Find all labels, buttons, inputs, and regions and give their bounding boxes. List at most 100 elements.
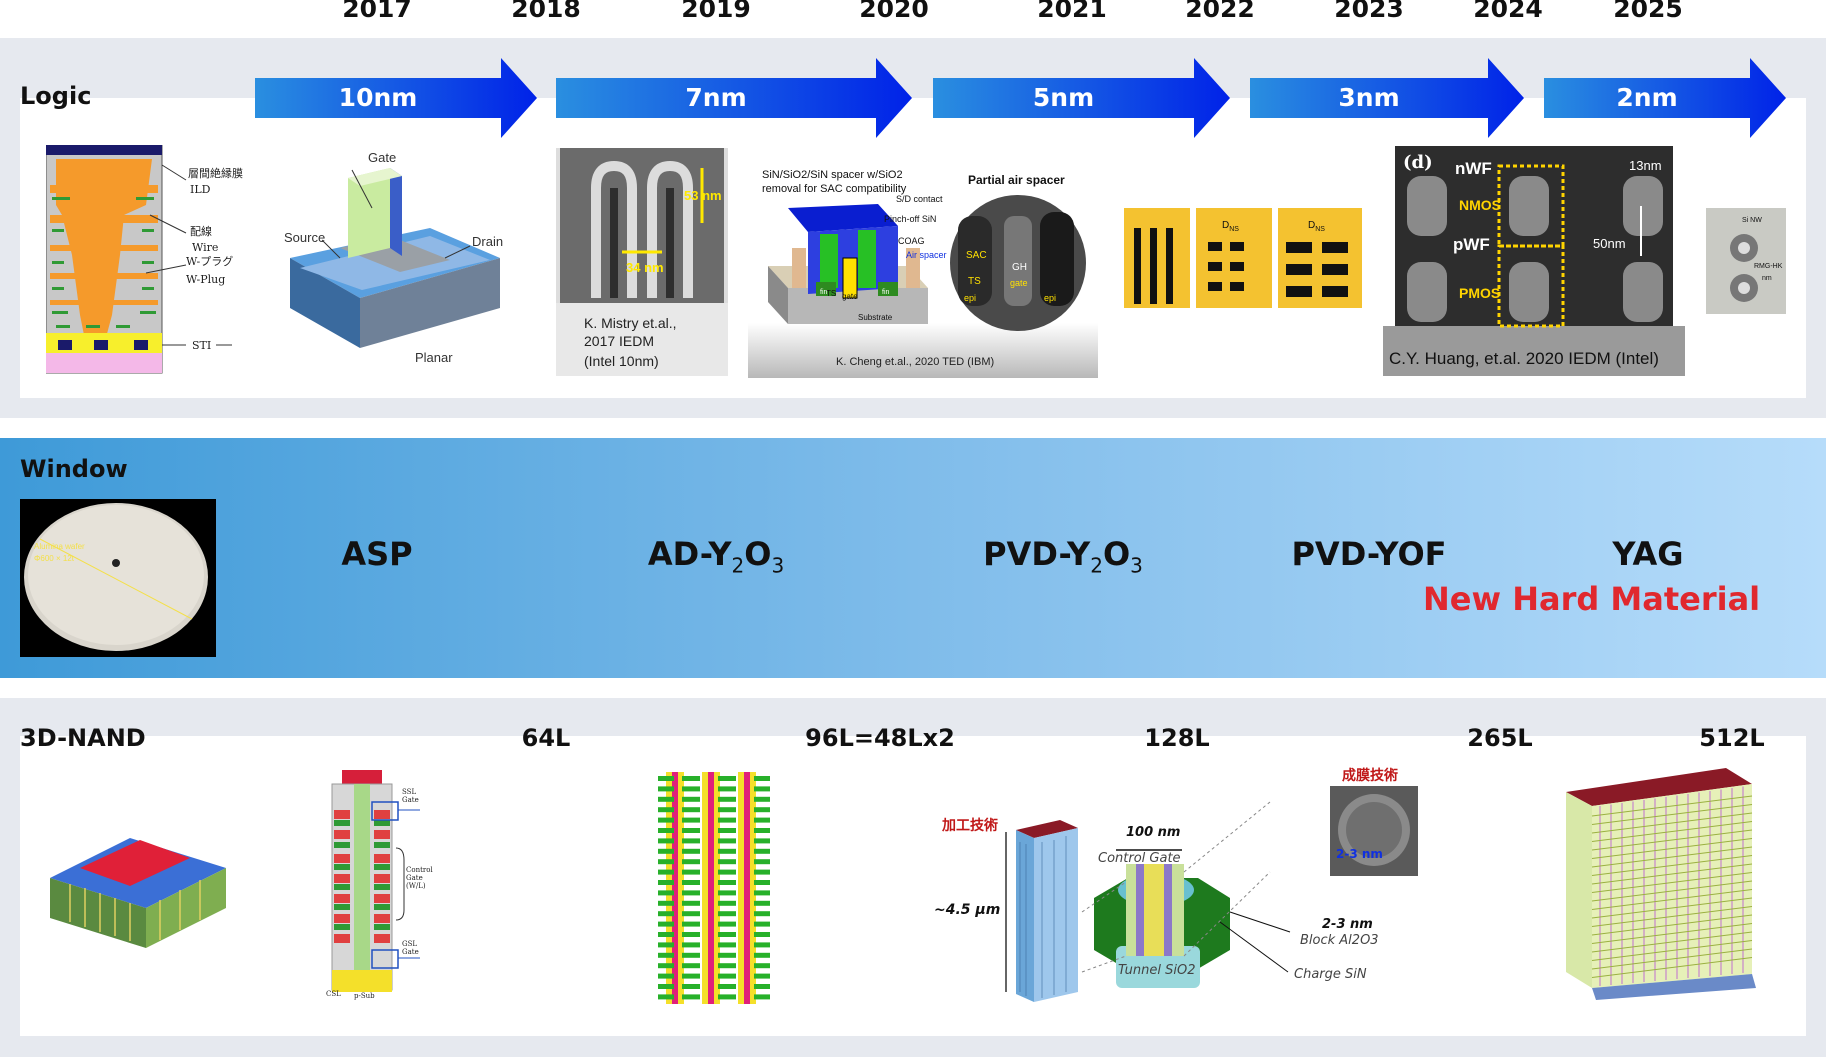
nm100-label: 100 nm: [1126, 825, 1180, 840]
nanosheet-layouts: DNS DNS: [1124, 208, 1364, 308]
year-label: 2022: [1185, 0, 1255, 23]
control-wl-label: (W/L): [406, 882, 426, 890]
nand-label: 3D-NAND: [20, 724, 146, 752]
string-core: [672, 772, 678, 1004]
word-line: [754, 869, 770, 875]
word-line: [754, 786, 770, 792]
gate2-label: gate: [1010, 278, 1028, 288]
word-line: [754, 807, 770, 813]
word-line: [682, 973, 700, 979]
word-line: [658, 828, 674, 833]
word-line: [754, 963, 770, 969]
layer-265l: 265L: [1467, 724, 1533, 752]
word-line: [658, 848, 674, 854]
planar-transistor-diagram: Gate Source Drain Planar: [280, 148, 530, 368]
string-core: [708, 772, 714, 1004]
word-line: [718, 952, 736, 958]
word-line: [718, 838, 736, 844]
dns-label: DNS: [1308, 220, 1325, 233]
word-line: [658, 984, 674, 989]
gate-inner-label: gate: [842, 292, 858, 301]
interconnect-cross-section: 層間絶縁膜 ILD 配線 Wire W-プラグ W-Plug STI: [45, 144, 246, 375]
word-line: [1591, 880, 1753, 902]
word-line: [754, 796, 770, 802]
kakou-label: 加工技術: [941, 817, 998, 834]
tunnel-label: Tunnel SiO2: [1118, 963, 1195, 978]
word-line: [1591, 795, 1753, 817]
word-line: [1591, 863, 1753, 885]
wafer-label-2: Φ600 × 12t: [34, 554, 75, 563]
word-line: [658, 932, 674, 937]
word-line: [682, 838, 700, 844]
spacer-title-1: SiN/SiO2/SiN spacer w/SiO2: [762, 169, 903, 181]
word-line: [682, 848, 700, 854]
word-line: [1591, 889, 1753, 910]
nmos-label: NMOS: [1459, 197, 1501, 213]
word-line: [718, 890, 736, 896]
word-line: [682, 994, 700, 1000]
gate-label: Gate: [368, 150, 396, 165]
nm-label: nm: [1762, 275, 1772, 282]
fin-label: fin: [882, 289, 890, 296]
word-line: [754, 973, 770, 979]
word-line: [718, 828, 736, 833]
word-line: [718, 911, 736, 917]
word-line: [682, 900, 700, 906]
seimaku-label: 成膜技術: [1342, 767, 1398, 784]
word-line: [718, 973, 736, 979]
charge-label: Charge SiN: [1294, 967, 1367, 982]
word-line: [682, 786, 700, 792]
partial-air-spacer-label: Partial air spacer: [968, 173, 1065, 187]
word-line: [658, 776, 674, 781]
word-line: [1591, 812, 1753, 834]
string-core: [744, 772, 750, 1004]
word-line: [718, 776, 736, 781]
gsl-label: GSL: [402, 940, 417, 948]
spacer-title-2: removal for SAC compatibility: [762, 183, 907, 195]
word-line: [754, 932, 770, 937]
dns-label: DNS: [1222, 220, 1239, 233]
tem1-dim2: 34 nm: [626, 260, 664, 275]
word-line: [658, 911, 674, 917]
word-line: [754, 890, 770, 896]
material-yag: YAG: [1612, 535, 1684, 573]
node-label: 10nm: [338, 83, 418, 112]
nand-panel: [20, 736, 1806, 1036]
block-label: Block Al2O3: [1300, 933, 1379, 948]
word-line: [682, 952, 700, 958]
word-line: [682, 984, 700, 989]
word-line: [1591, 948, 1753, 970]
word-line: [658, 817, 674, 823]
word-line: [682, 942, 700, 948]
word-line: [682, 817, 700, 823]
planar-caption: Planar: [415, 350, 453, 365]
material-pvd-y2o3: PVD-Y2O3: [983, 535, 1143, 578]
tem1-dim1: 53 nm: [684, 188, 722, 203]
word-line: [682, 859, 700, 865]
word-line: [754, 848, 770, 854]
node-arrow-3nm: 3nm: [1250, 58, 1524, 138]
tem1-caption-1: K. Mistry et.al.,: [584, 315, 677, 331]
rmg-label: RMG-HK: [1754, 263, 1783, 270]
node-arrow-2nm: 2nm: [1544, 58, 1786, 138]
nand-array-3d: [40, 818, 236, 958]
word-line: [682, 869, 700, 875]
word-line: [658, 859, 674, 865]
word-line: [658, 807, 674, 813]
node-label: 3nm: [1338, 83, 1400, 112]
year-label: 2021: [1037, 0, 1107, 23]
word-line: [658, 942, 674, 948]
word-line: [658, 921, 674, 927]
word-line: [754, 900, 770, 906]
word-line: [682, 796, 700, 802]
control-gate-label: Gate: [406, 874, 423, 882]
word-line: [718, 932, 736, 937]
node-label: 7nm: [685, 83, 747, 112]
word-line: [1591, 872, 1753, 893]
gsl-gate-label: Gate: [402, 948, 419, 956]
year-label: 2025: [1613, 0, 1683, 23]
logic-label: Logic: [20, 82, 92, 110]
word-line: [718, 900, 736, 906]
word-line: [682, 880, 700, 885]
nand-stacked-strings: [658, 772, 774, 1004]
